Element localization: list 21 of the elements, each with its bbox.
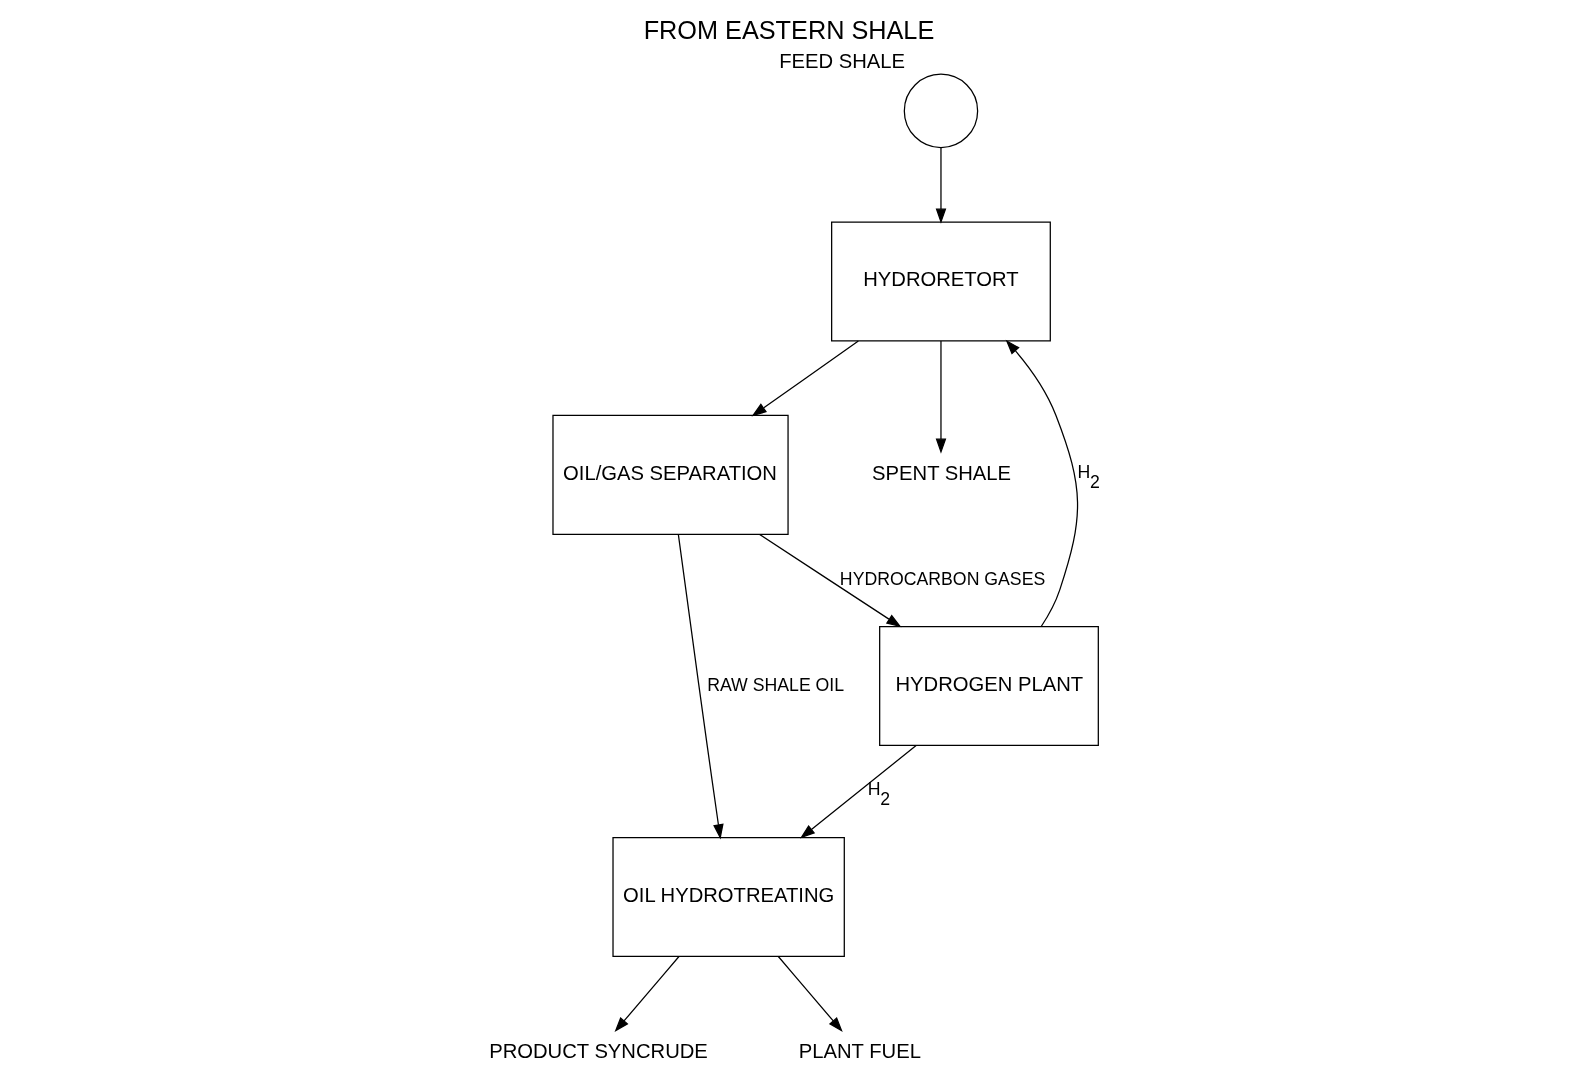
diagram-title: FROM EASTERN SHALE <box>643 15 934 44</box>
node-text: SPENT SHALE <box>871 461 1011 484</box>
node-label: FEED SHALE <box>778 49 905 72</box>
arrow <box>677 533 724 840</box>
edge-label: HYDROCARBON GASES <box>839 569 1045 590</box>
node-text: PLANT FUEL <box>798 1040 921 1063</box>
node-circle <box>903 73 978 149</box>
node-box: HYDRORETORT <box>830 221 1051 342</box>
node-box: HYDROGEN PLANT <box>878 625 1099 746</box>
arrow <box>614 955 680 1033</box>
arrow <box>751 340 859 417</box>
arrow <box>1005 339 1078 627</box>
arrow <box>777 955 843 1033</box>
node-text: PRODUCT SYNCRUDE <box>488 1040 708 1063</box>
node-box: OIL HYDROTREATING <box>611 836 845 957</box>
arrow <box>935 147 946 224</box>
arrow <box>758 533 901 628</box>
arrow <box>935 340 946 454</box>
node-box: OIL/GAS SEPARATION <box>551 414 789 535</box>
arrow <box>799 744 917 839</box>
edge-label: RAW SHALE OIL <box>706 674 844 695</box>
